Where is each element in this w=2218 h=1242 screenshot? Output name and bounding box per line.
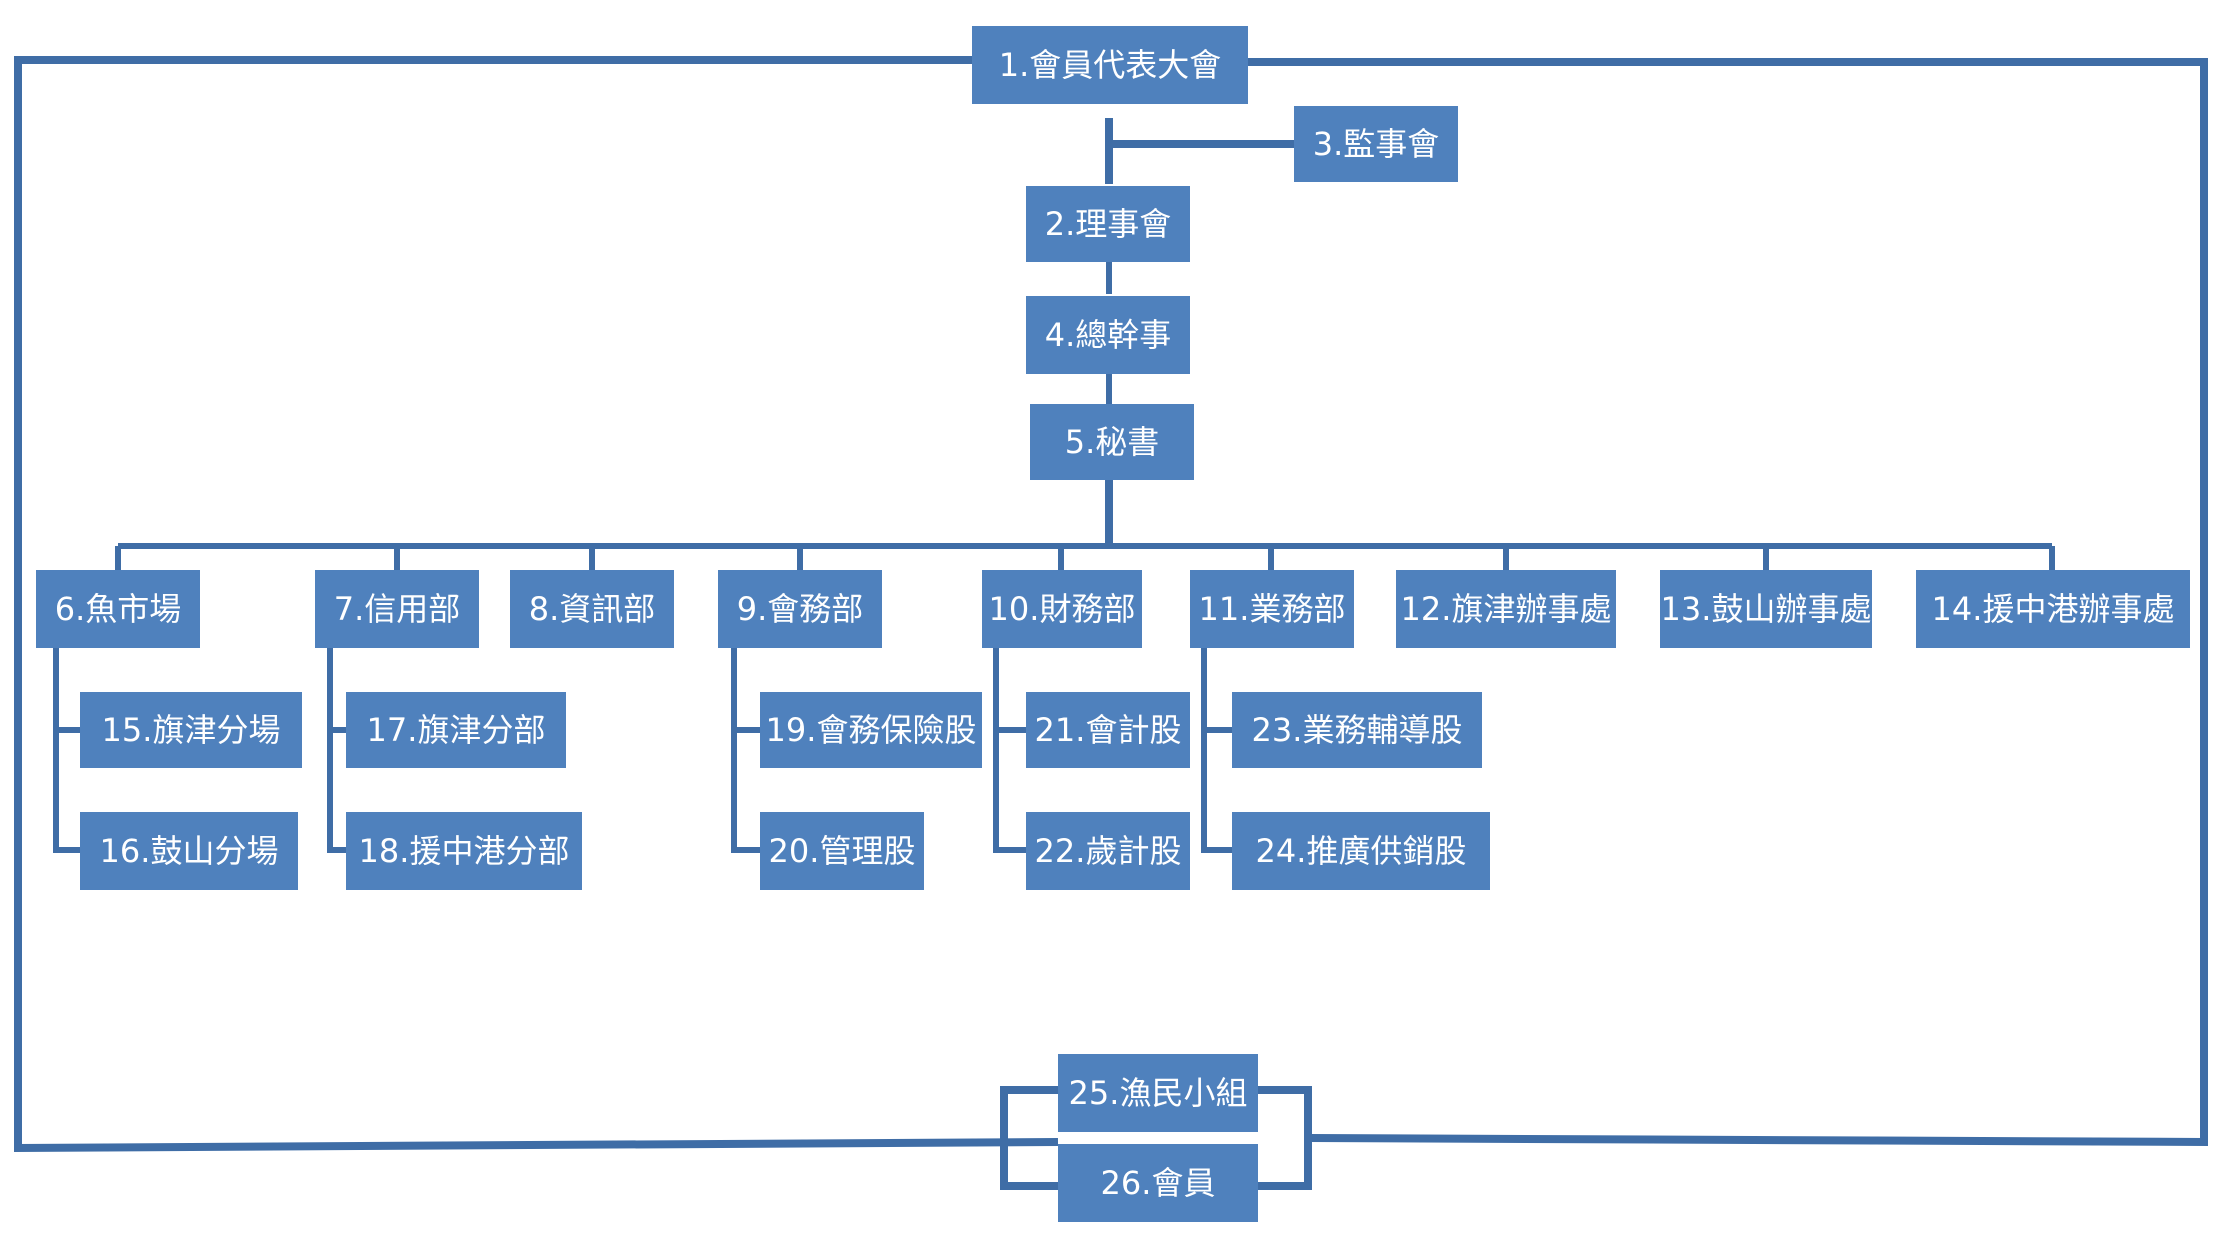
node-7: 7.信用部 — [315, 570, 479, 648]
nodes: 1.會員代表大會 3.監事會 2.理事會 4.總幹事 5.秘書 6.魚市場 7.… — [36, 26, 2190, 1222]
node-8-label: 8.資訊部 — [529, 590, 656, 628]
node-26: 26.會員 — [1058, 1144, 1258, 1222]
node-23-box — [1232, 692, 1482, 768]
node-16-box — [80, 812, 298, 890]
node-18-box — [346, 812, 582, 890]
node-5-label: 5.秘書 — [1065, 423, 1160, 461]
node-6-box — [36, 570, 200, 648]
node-8-box — [510, 570, 674, 648]
node-14-box — [1916, 570, 2190, 648]
node-23-label: 23.業務輔導股 — [1252, 711, 1463, 749]
node-3-label: 3.監事會 — [1313, 125, 1440, 163]
node-12: 12.旗津辦事處 — [1396, 570, 1616, 648]
node-20-box — [760, 812, 924, 890]
node-13-box — [1660, 570, 1872, 648]
node-26-label: 26.會員 — [1101, 1164, 1216, 1202]
connector-loop-left — [14, 56, 1059, 1153]
node-21: 21.會計股 — [1026, 692, 1190, 768]
node-4-box — [1026, 296, 1190, 374]
node-10: 10.財務部 — [982, 570, 1142, 648]
connector-7-children — [327, 648, 346, 853]
node-17: 17.旗津分部 — [346, 692, 566, 768]
connectors — [14, 56, 2208, 1190]
node-24-label: 24.推廣供銷股 — [1256, 832, 1467, 870]
node-2: 2.理事會 — [1026, 186, 1190, 262]
node-19-box — [760, 692, 982, 768]
node-23: 23.業務輔導股 — [1232, 692, 1482, 768]
node-17-label: 17.旗津分部 — [367, 711, 546, 749]
node-25: 25.漁民小組 — [1058, 1054, 1258, 1132]
node-9-box — [718, 570, 882, 648]
node-25-label: 25.漁民小組 — [1069, 1074, 1248, 1112]
connector-11-children — [1201, 648, 1232, 853]
node-15: 15.旗津分場 — [80, 692, 302, 768]
node-11: 11.業務部 — [1190, 570, 1354, 648]
node-3: 3.監事會 — [1294, 106, 1458, 182]
connector-10-children — [993, 648, 1026, 853]
node-6-label: 6.魚市場 — [55, 590, 182, 628]
node-9: 9.會務部 — [718, 570, 882, 648]
node-16: 16.鼓山分場 — [80, 812, 298, 890]
connector-25-26-right — [1258, 1086, 1312, 1190]
node-14-label: 14.援中港辦事處 — [1932, 590, 2175, 628]
connector-6-children — [53, 648, 80, 853]
node-19: 19.會務保險股 — [760, 692, 982, 768]
node-14: 14.援中港辦事處 — [1916, 570, 2190, 648]
node-8: 8.資訊部 — [510, 570, 674, 648]
connector-loop-right — [1248, 58, 2208, 1147]
node-9-label: 9.會務部 — [737, 590, 864, 628]
connector-9-children — [731, 648, 760, 853]
node-13-label: 13.鼓山辦事處 — [1661, 590, 1872, 628]
node-24-box — [1232, 812, 1490, 890]
node-20-label: 20.管理股 — [769, 832, 916, 870]
node-10-box — [982, 570, 1142, 648]
node-22-label: 22.歲計股 — [1035, 832, 1182, 870]
node-20: 20.管理股 — [760, 812, 924, 890]
node-5: 5.秘書 — [1030, 404, 1194, 480]
node-22: 22.歲計股 — [1026, 812, 1190, 890]
node-12-label: 12.旗津辦事處 — [1401, 590, 1612, 628]
node-1: 1.會員代表大會 — [972, 26, 1248, 104]
node-21-box — [1026, 692, 1190, 768]
node-26-box — [1058, 1144, 1258, 1222]
node-7-label: 7.信用部 — [334, 590, 461, 628]
node-18: 18.援中港分部 — [346, 812, 582, 890]
node-4: 4.總幹事 — [1026, 296, 1190, 374]
connector-25-26-left — [1000, 1086, 1058, 1190]
node-25-box — [1058, 1054, 1258, 1132]
node-17-box — [346, 692, 566, 768]
node-7-box — [315, 570, 479, 648]
node-2-box — [1026, 186, 1190, 262]
node-22-box — [1026, 812, 1190, 890]
node-4-label: 4.總幹事 — [1045, 316, 1172, 354]
node-12-box — [1396, 570, 1616, 648]
node-2-label: 2.理事會 — [1045, 205, 1172, 243]
node-18-label: 18.援中港分部 — [359, 832, 570, 870]
node-1-label: 1.會員代表大會 — [999, 46, 1222, 84]
node-13: 13.鼓山辦事處 — [1660, 570, 1872, 648]
node-11-box — [1190, 570, 1354, 648]
node-15-box — [80, 692, 302, 768]
node-19-label: 19.會務保險股 — [766, 711, 977, 749]
node-6: 6.魚市場 — [36, 570, 200, 648]
node-15-label: 15.旗津分場 — [102, 711, 281, 749]
node-1-box — [972, 26, 1248, 104]
node-16-label: 16.鼓山分場 — [100, 832, 279, 870]
node-11-label: 11.業務部 — [1199, 590, 1346, 628]
node-3-box — [1294, 106, 1458, 182]
node-24: 24.推廣供銷股 — [1232, 812, 1490, 890]
node-5-box — [1030, 404, 1194, 480]
node-21-label: 21.會計股 — [1035, 711, 1182, 749]
node-10-label: 10.財務部 — [989, 590, 1136, 628]
